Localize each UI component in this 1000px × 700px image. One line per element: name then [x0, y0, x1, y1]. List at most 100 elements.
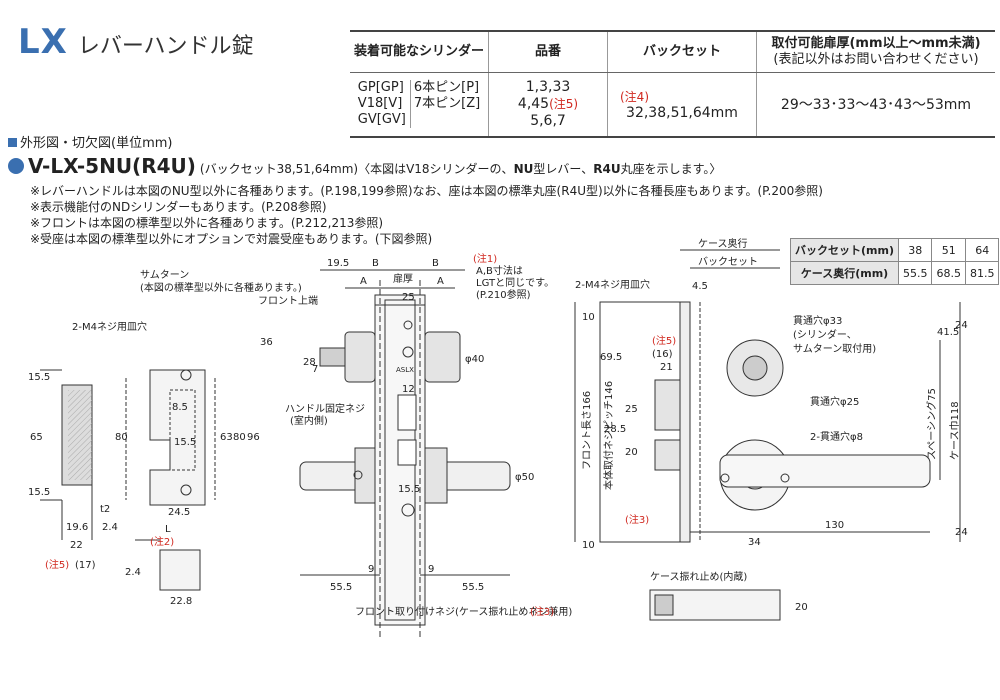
circle-bullet-icon — [8, 158, 24, 174]
dim-2-4b: 2.4 — [125, 567, 141, 578]
dim-b-left: B — [372, 258, 379, 269]
label-note3b: (注3) — [530, 605, 554, 618]
dim-15-5c: 15.5 — [28, 487, 50, 498]
label-note1-text-2: LGTと同じです。 — [476, 277, 554, 289]
label-note5: (注5) — [45, 558, 69, 571]
dim-16: (16) — [652, 349, 673, 360]
dim-19-5: 19.5 — [327, 258, 349, 269]
case-stop — [649, 589, 781, 621]
dim-15-5: 15.5 — [398, 484, 420, 495]
dim-55-5-right: 55.5 — [462, 582, 484, 593]
dim-10-bottom: 10 — [582, 540, 595, 551]
spec-header-backset: バックセット — [607, 30, 757, 73]
dim-24-bottom: 24 — [955, 527, 968, 538]
label-handle-screw-2: (室内側) — [290, 414, 328, 427]
dim-24-5: 24.5 — [168, 507, 190, 518]
strike-plate-outline — [149, 369, 206, 506]
dim-130: 130 — [825, 520, 844, 531]
label-through-hole-33b: (シリンダー、 — [793, 328, 857, 341]
series-title: レバーハンドル錠 — [77, 34, 254, 59]
lever-side — [719, 454, 931, 488]
case-side — [599, 301, 681, 543]
label-front-length: フロント長さ166 — [581, 391, 593, 470]
label-handle-screw: ハンドル固定ネジ — [285, 402, 365, 415]
dim-28-5: 28.5 — [604, 424, 626, 435]
dim-20-stop: 20 — [795, 602, 808, 613]
lever-right — [439, 461, 511, 491]
label-through-hole-33: 貫通穴φ33 — [793, 314, 842, 327]
dim-17: (17) — [75, 560, 96, 571]
lock-case — [374, 294, 426, 626]
dim-28: 28 — [303, 357, 316, 368]
note-line: ※受座は本図の標準型以外にオプションで対震受座もあります。(下図参照) — [30, 232, 433, 246]
dim-2-4: 2.4 — [102, 522, 118, 533]
label-body-pitch: 本体取付ネジピッチ146 — [602, 381, 615, 490]
dim-34: 34 — [748, 537, 761, 548]
dim-55-5-left: 55.5 — [330, 582, 352, 593]
dim-12: 12 — [402, 384, 415, 395]
dim-21: 21 — [660, 362, 673, 373]
label-thumbturn: サムターン — [140, 269, 189, 281]
label-note1-text-3: (P.210参照) — [476, 288, 531, 301]
dim-9-right: 9 — [428, 564, 434, 575]
label-through-hole-33c: サムターン取付用) — [793, 342, 876, 355]
dim-9-left: 9 — [368, 564, 374, 575]
label-front-screw: フロント取り付けネジ(ケース振れ止めネジ兼用) — [355, 605, 572, 618]
handle-hole — [719, 439, 791, 511]
note-line: ※フロントは本図の標準型以外に各種あります。(P.212,213参照) — [30, 216, 384, 230]
label-door: 扉厚 — [393, 272, 413, 285]
label-note1-text-1: A,B寸法は — [476, 264, 523, 277]
dim-63: 63 — [220, 432, 233, 443]
label-backset: バックセット — [698, 256, 758, 268]
spec-cell-backset: (注4) 32,38,51,64mm — [607, 72, 757, 138]
spec-cell-part: 1,3,33 4,45(注5) 5,6,7 — [488, 72, 608, 138]
note-line: ※表示機能付のNDシリンダーもあります。(P.208参照) — [30, 200, 327, 214]
dim-80-right: 80 — [233, 432, 246, 443]
series-code: LX — [18, 22, 68, 62]
page-header: LX レバーハンドル錠 — [18, 22, 253, 62]
spec-header-cylinder: 装着可能なシリンダー — [350, 30, 489, 73]
dim-4-5: 4.5 — [692, 281, 708, 292]
spec-header-part: 品番 — [488, 30, 608, 73]
label-note3: (注3) — [625, 513, 649, 526]
spec-header-thickness: 取付可能扉厚(mm以上〜mm未満) (表記以外はお問い合わせください) — [756, 30, 995, 73]
label-through-hole-25: 貫通穴φ25 — [810, 395, 859, 408]
dim-20: 20 — [625, 447, 638, 458]
label-case-width: ケース巾118 — [948, 401, 961, 460]
label-front-top: フロント上端 — [258, 294, 318, 307]
dim-a-right: A — [437, 276, 444, 287]
label-note1: (注1) — [473, 252, 497, 265]
dim-l: L — [165, 524, 171, 535]
dim-phi40: φ40 — [465, 354, 484, 365]
dim-15-5b: 15.5 — [28, 372, 50, 383]
label-screw-hole-right: 2-M4ネジ用皿穴 — [575, 278, 650, 291]
model-line: V-LX-5NU(R4U) (バックセット38,51,64mm)〈本図はV18シ… — [8, 154, 721, 178]
dim-41-5: 41.5 — [937, 327, 959, 338]
model-name: V-LX-5NU(R4U) — [28, 154, 196, 178]
dim-10-top: 10 — [582, 312, 595, 323]
dim-8-5: 8.5 — [172, 402, 188, 413]
dim-22-8: 22.8 — [170, 596, 192, 607]
label-note2: (注2) — [150, 535, 174, 548]
spec-cell-thickness: 29〜33･33〜43･43〜53mm — [756, 72, 995, 138]
dim-36: 36 — [260, 337, 273, 348]
label-spacing: スペーシング75 — [925, 388, 938, 460]
dim-69-5: 69.5 — [600, 352, 622, 363]
label-thumbturn-note: (本図の標準型以外に各種あります。) — [140, 281, 302, 294]
dim-80-left: 80 — [115, 432, 128, 443]
label-through-hole-8: 2-貫通穴φ8 — [810, 430, 863, 443]
notes: ※レバーハンドルは本図のNU型以外に各種あります。(P.198,199参照)なお… — [30, 183, 823, 247]
thumbturn — [344, 331, 376, 383]
dim-25-side: 25 — [625, 404, 638, 415]
strike-box-bottom — [159, 549, 201, 591]
dim-b-right: B — [432, 258, 439, 269]
dim-19-6: 19.6 — [66, 522, 88, 533]
dim-t2: t2 — [100, 504, 110, 515]
spec-table: 装着可能なシリンダー 品番 バックセット 取付可能扉厚(mm以上〜mm未満) (… — [350, 30, 995, 138]
dim-22: 22 — [70, 540, 83, 551]
dim-15-5d: 15.5 — [174, 437, 196, 448]
cylinder-hole — [726, 339, 784, 397]
dim-24-top: 24 — [955, 320, 968, 331]
label-brand: ASLX — [396, 366, 414, 374]
